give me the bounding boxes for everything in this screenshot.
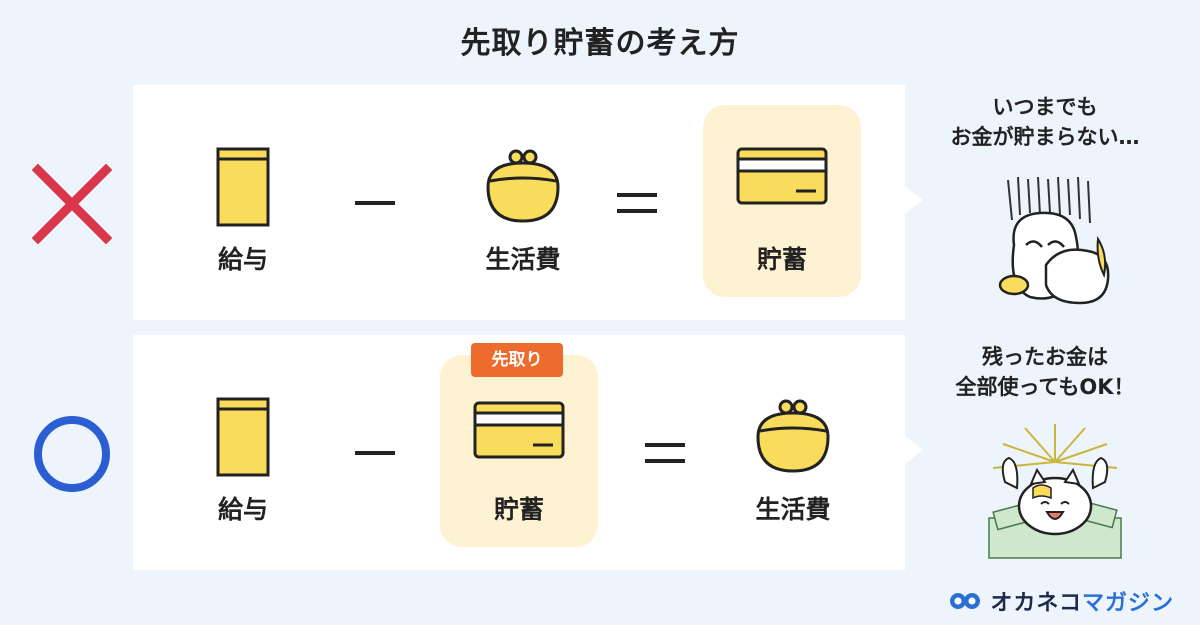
living-expenses-item: 生活費 — [713, 335, 873, 570]
card-icon — [736, 147, 828, 205]
equals-icon — [645, 443, 685, 463]
savings-label: 貯蓄 — [493, 495, 544, 524]
envelope-icon — [216, 147, 270, 227]
page-title: 先取り貯蓄の考え方 — [460, 26, 740, 61]
equals-icon — [617, 193, 657, 213]
card-icon — [473, 401, 565, 459]
living-expenses-item: 生活費 — [443, 85, 603, 320]
pay-yourself-first-badge: 先取り — [471, 343, 563, 377]
happy-cat-illustration — [988, 424, 1122, 559]
minus-icon — [355, 451, 395, 455]
savings-item: 貯蓄 — [702, 85, 862, 320]
brand-logo: オカネコマガジン — [948, 585, 1174, 617]
salary-item: 給与 — [163, 335, 323, 570]
living-expenses-label: 生活費 — [485, 245, 561, 274]
living-expenses-label: 生活費 — [755, 495, 831, 524]
salary-item: 給与 — [163, 85, 323, 320]
salary-label: 給与 — [217, 245, 268, 274]
owl-eyes-icon — [950, 593, 981, 609]
savings-item: 貯蓄 — [439, 335, 599, 570]
speech-pointer — [905, 436, 923, 464]
wrong-way-speech: いつまでも お金が貯まらない… — [950, 95, 1140, 149]
right-way-panel: 給与 先取り 貯蓄 生活費 — [133, 335, 905, 570]
sad-cat-illustration — [998, 176, 1110, 305]
purse-icon — [756, 399, 830, 473]
speech-pointer — [905, 186, 923, 214]
brand-name: オカネコマガジン — [990, 591, 1174, 616]
right-way-speech: 残ったお金は 全部使ってもOK！ — [955, 345, 1135, 399]
wrong-way-panel: 給与 生活費 貯蓄 — [133, 85, 905, 320]
purse-icon — [486, 149, 560, 223]
envelope-icon — [216, 397, 270, 477]
cross-icon — [31, 163, 113, 245]
salary-label: 給与 — [217, 495, 268, 524]
savings-label: 貯蓄 — [756, 245, 807, 274]
circle-icon — [34, 416, 110, 492]
minus-icon — [355, 201, 395, 205]
